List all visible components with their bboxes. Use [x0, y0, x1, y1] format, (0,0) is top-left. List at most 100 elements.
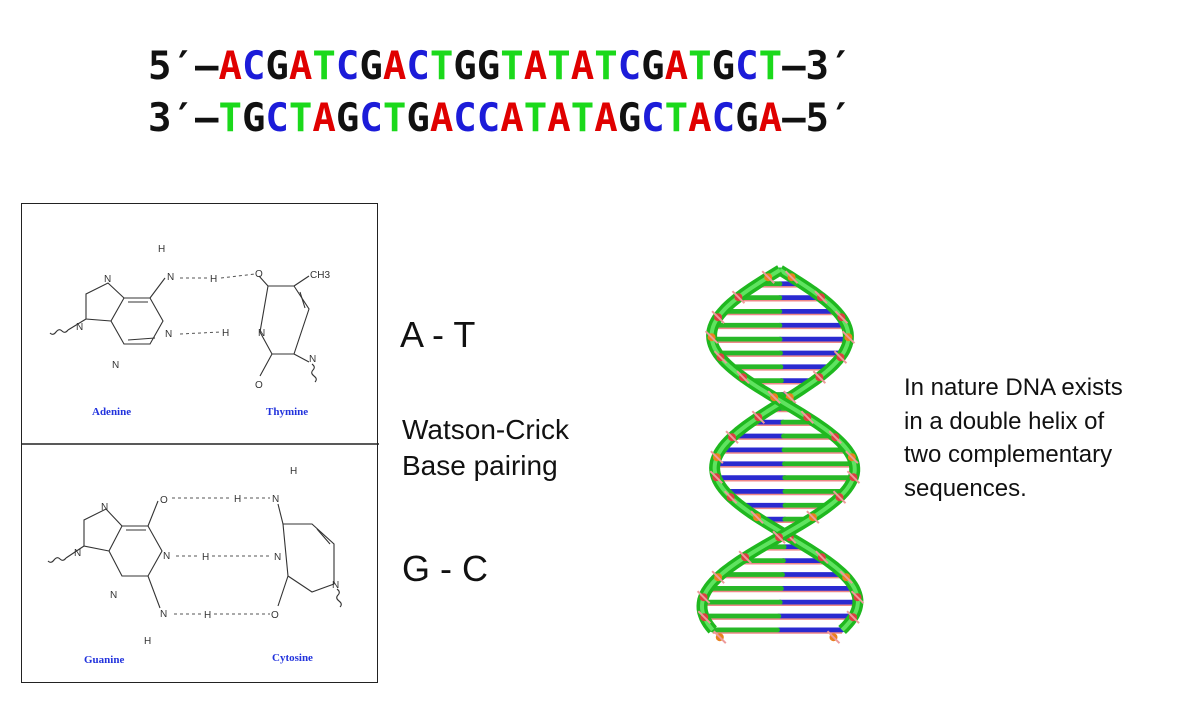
helix-atom-stick [709, 470, 723, 484]
bottom-base-A: A [688, 96, 712, 141]
cytosine-label: Cytosine [272, 652, 313, 664]
guanine-n9: N [74, 548, 81, 559]
helix-atom-stick [767, 390, 781, 404]
helix-atom-stick [812, 370, 827, 384]
top-base-C: C [335, 44, 360, 89]
helix-atom-stick [826, 630, 841, 644]
helix-atom-stick [738, 550, 752, 564]
bottom-base-T: T [382, 96, 407, 141]
bottom-base-T: T [218, 96, 242, 141]
thymine-o2: O [255, 380, 263, 391]
top-base-T: T [594, 44, 618, 89]
helix-atom-stick [697, 610, 712, 624]
bottom-base-G: G [735, 96, 759, 141]
top-base-T: T [312, 44, 336, 89]
helix-atom-stick [710, 450, 724, 464]
top-strand-end-25: –3′ [782, 44, 853, 89]
helix-atom-stick [772, 530, 786, 544]
adenine-structure [49, 277, 166, 345]
helix-atom-stick [806, 510, 820, 524]
helix-atom-stick [833, 350, 848, 364]
sequence-strand-top: 5′–ACGATCGACTGGTATATCGATGCT–3′ [148, 47, 853, 86]
bottom-base-G: G [335, 96, 360, 141]
bottom-base-C: C [476, 96, 501, 141]
sequence-strand-bottom: 3′–TGCTAGCTGACCATATAGCTACGA–5′ [148, 99, 853, 138]
thymine-n3: N [258, 328, 265, 339]
guanine-o6: O [160, 495, 168, 506]
cytosine-amine-n: N [272, 494, 279, 505]
helix-atom-stick [845, 450, 859, 464]
top-strand-end-0: 5′– [148, 44, 219, 89]
helix-atom-stick [713, 630, 727, 644]
helix-atom-stick [834, 310, 849, 324]
helix-atom-stick [736, 370, 750, 384]
helix-atom-stick [839, 570, 853, 584]
thymine-methyl: CH3 [310, 270, 330, 281]
top-base-T: T [688, 44, 712, 89]
adenine-ring-n3: N [112, 360, 119, 371]
guanine-amine-n: N [160, 609, 167, 620]
watson-crick-label-line1: Watson-Crick [402, 414, 569, 445]
helix-atom-stick [841, 330, 856, 344]
helix-atom-stick [751, 410, 766, 424]
helix-backbone-highlight [699, 268, 857, 632]
bottom-base-C: C [641, 96, 665, 141]
helix-description: In nature DNA exists in a double helix o… [904, 371, 1184, 505]
bottom-base-A: A [312, 96, 336, 141]
helix-atom-stick [850, 590, 865, 604]
at-hydrogen-bonds [179, 273, 256, 335]
top-base-G: G [453, 44, 477, 89]
top-base-C: C [735, 44, 759, 89]
bottom-base-T: T [664, 96, 689, 141]
helix-atom-stick [784, 270, 799, 284]
bottom-base-A: A [594, 96, 618, 141]
top-base-T: T [758, 44, 783, 89]
adenine-ring-n7: N [104, 274, 111, 285]
bottom-base-T: T [288, 96, 313, 141]
helix-backbone-highlight [712, 268, 860, 632]
gc-hydrogen-bonds [172, 497, 272, 615]
thymine-o4: O [255, 269, 263, 280]
helix-atom-stick [725, 430, 739, 444]
bottom-base-A: A [429, 96, 454, 141]
dna-double-helix-image [696, 265, 865, 644]
cytosine-structure [277, 503, 342, 608]
helix-description-line1: In nature DNA exists [904, 374, 1123, 401]
guanine-label: Guanine [84, 654, 124, 666]
helix-description-line4: sequences. [904, 474, 1027, 502]
guanine-n3: N [110, 590, 117, 601]
helix-atom-stick [783, 390, 797, 404]
helix-atom-stick [814, 290, 828, 304]
top-base-C: C [406, 44, 430, 89]
cytosine-n1: N [332, 580, 339, 591]
bottom-base-G: G [406, 96, 430, 141]
top-base-G: G [359, 44, 383, 89]
guanine-structure [47, 500, 163, 609]
thymine-label: Thymine [266, 406, 308, 418]
bottom-base-A: A [500, 96, 524, 141]
helix-atom-stick [696, 590, 711, 604]
helix-atom-stick [704, 330, 719, 344]
top-base-C: C [241, 44, 266, 89]
helix-description-line2: in a double helix of [904, 407, 1105, 435]
top-base-A: A [570, 44, 595, 89]
cytosine-amine-h: H [290, 466, 297, 477]
bottom-base-C: C [265, 96, 289, 141]
helix-atom-stick [832, 490, 847, 504]
helix-atom-stick [750, 510, 764, 524]
thymine-n1: N [309, 354, 316, 365]
at-bond-h1: H [210, 274, 217, 285]
bottom-base-G: G [241, 96, 266, 141]
helix-atom-stick [723, 490, 738, 504]
bottom-base-T: T [523, 96, 548, 141]
bottom-strand-end-25: –5′ [782, 96, 853, 141]
top-base-C: C [617, 44, 642, 89]
top-base-A: A [288, 44, 313, 89]
bottom-base-C: C [359, 96, 383, 141]
helix-atom-stick [846, 610, 860, 624]
bottom-base-C: C [453, 96, 477, 141]
helix-atom-stick [711, 310, 725, 324]
gc-bond-h2: H [202, 552, 209, 563]
top-base-G: G [476, 44, 501, 89]
guanine-amine-h: H [144, 636, 151, 647]
